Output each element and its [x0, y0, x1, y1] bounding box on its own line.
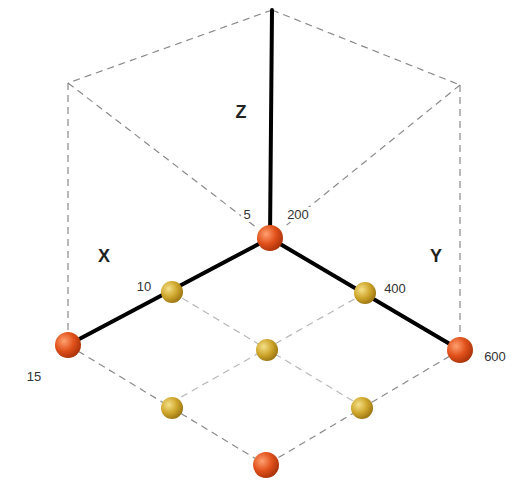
axis-label: X	[96, 246, 112, 266]
level-value: 200	[285, 207, 311, 222]
axis-label: Z	[234, 102, 249, 122]
level-value: 15	[25, 369, 43, 384]
design-points	[55, 225, 473, 478]
level-value: 600	[482, 349, 508, 364]
cube-edges	[68, 10, 460, 465]
level-value: 5	[241, 207, 252, 222]
floor-grid	[167, 292, 365, 407]
level-value: 10	[135, 279, 153, 294]
axis-label: Y	[428, 246, 444, 266]
axes	[68, 10, 460, 350]
level-value: 400	[382, 281, 408, 296]
